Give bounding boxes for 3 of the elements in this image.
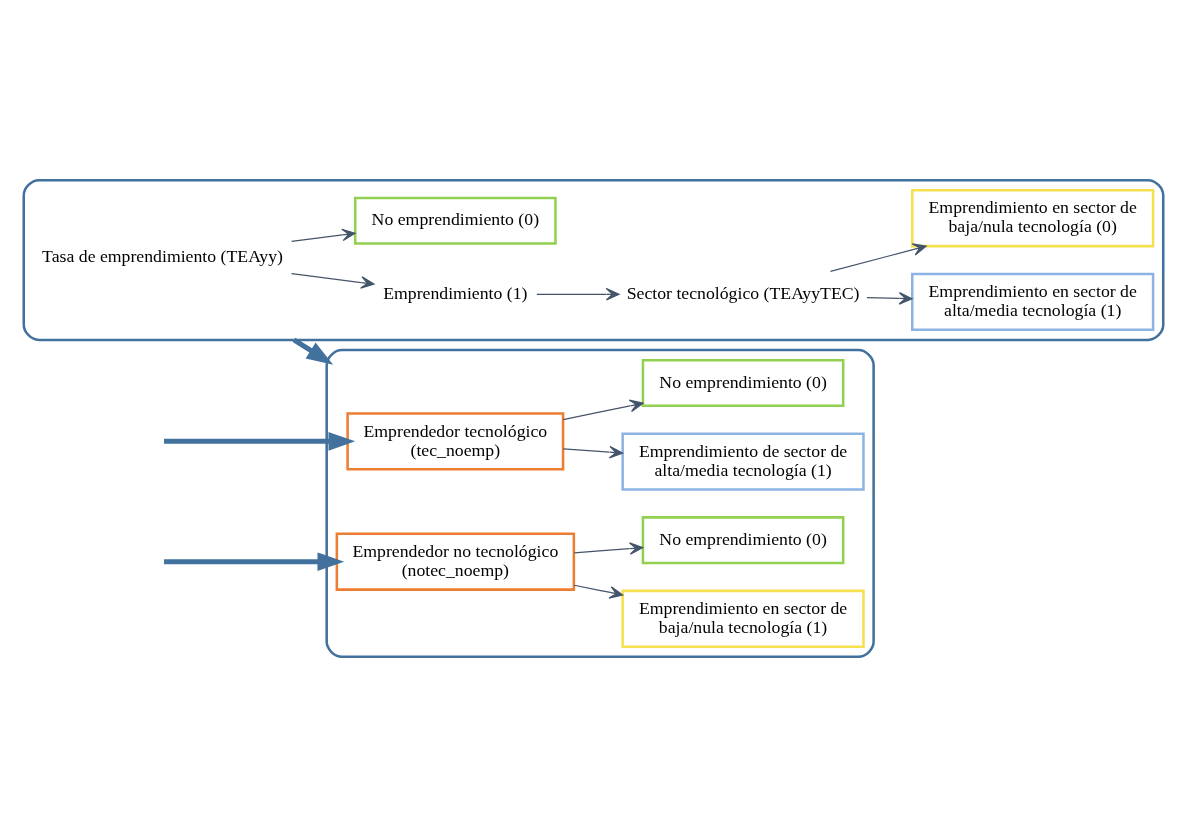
- node-text: Emprendimiento (1): [383, 282, 528, 303]
- node-text: Tasa de emprendimiento (TEAyy): [42, 245, 283, 266]
- node-text: Sector tecnológico (TEAyyTEC): [626, 282, 860, 303]
